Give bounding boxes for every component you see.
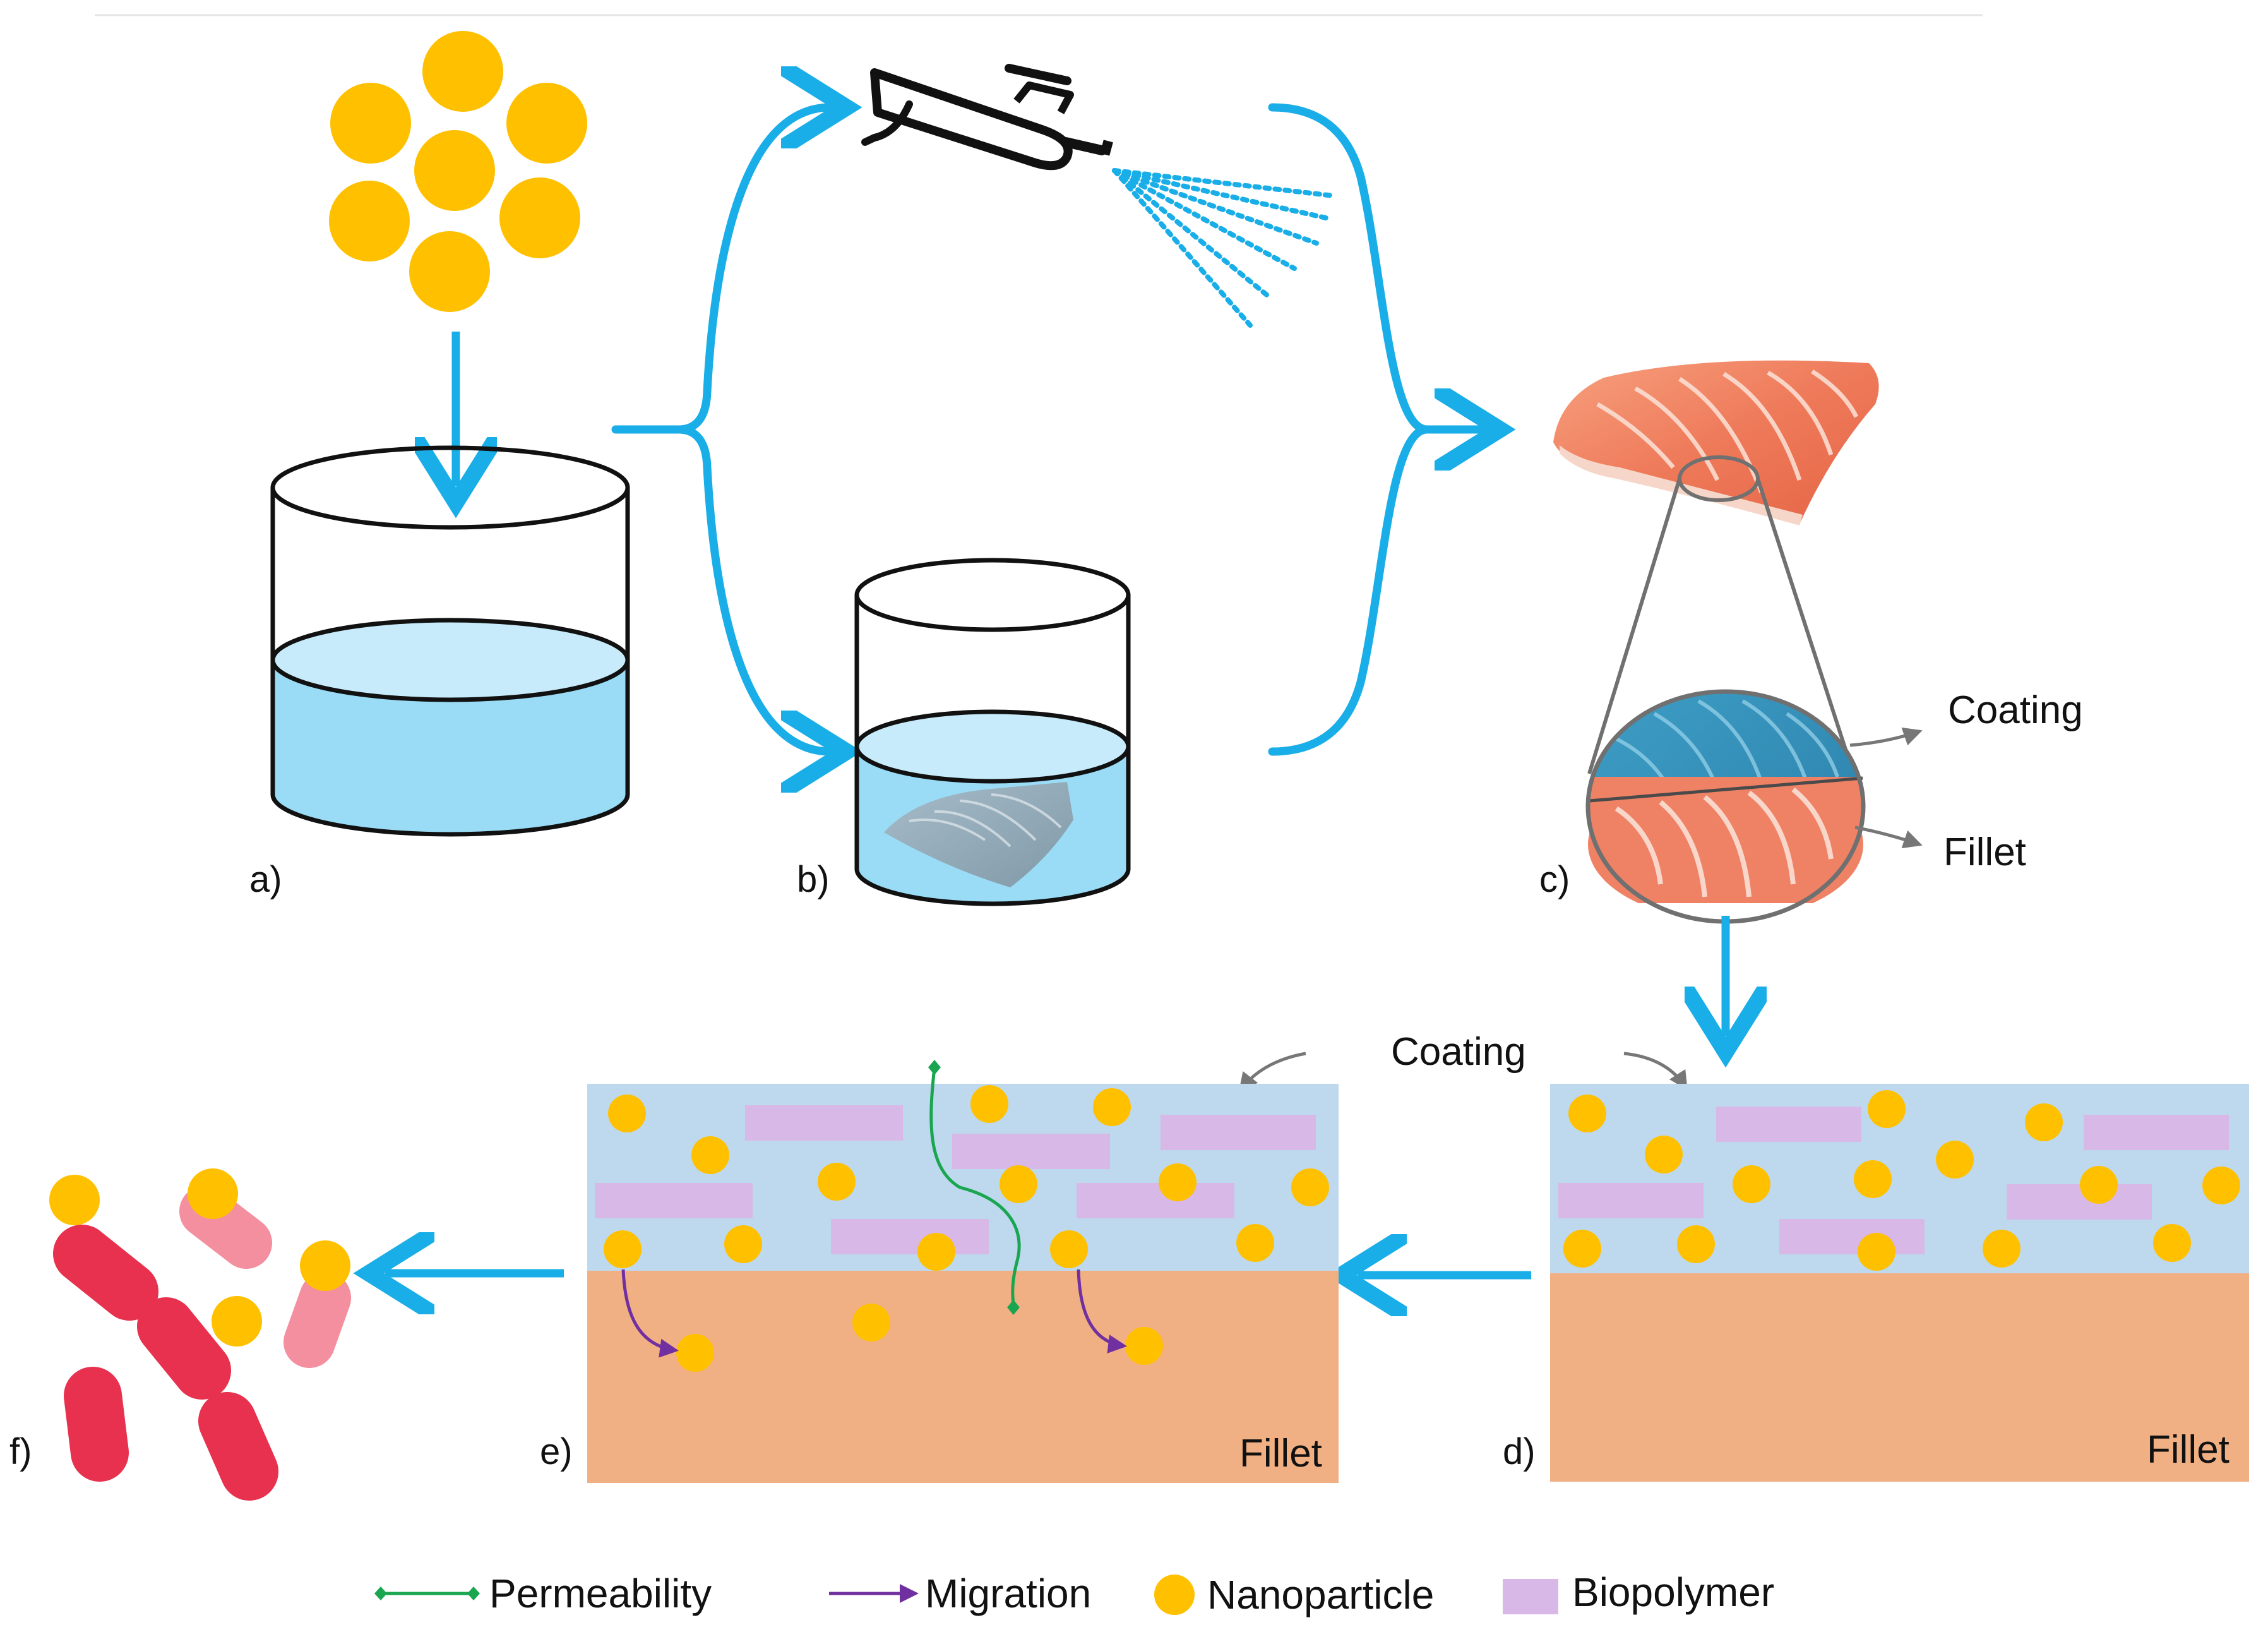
fillet-pointer — [1854, 825, 1923, 849]
split-brace — [611, 107, 830, 752]
label-fillet-d: Fillet — [2147, 1428, 2229, 1472]
nanoparticles-d — [1563, 1090, 2240, 1271]
legend-label-permeability: Permeability — [489, 1571, 712, 1616]
fillet-layer-e — [587, 1271, 1339, 1483]
bacteria-nanoparticles — [49, 1168, 350, 1347]
join-brace — [1268, 103, 1484, 756]
panel-e-cross-section: Fillet — [587, 1060, 1339, 1483]
legend: Permeability Migration Nanoparticle Biop… — [374, 1569, 1774, 1617]
biopolymer-blocks-d — [1558, 1107, 2229, 1254]
legend-label-biopolymer: Biopolymer — [1572, 1569, 1774, 1615]
beaker-b — [854, 558, 1131, 906]
legend-label-migration: Migration — [925, 1571, 1091, 1616]
coating-pointer-d — [1623, 1052, 1688, 1091]
panel-label-f: f) — [9, 1431, 32, 1472]
label-coating-mid: Coating — [1391, 1030, 1526, 1074]
panel-label-c: c) — [1539, 859, 1570, 900]
nanoparticle-cluster — [329, 31, 587, 312]
beaker-a — [270, 445, 630, 837]
biopolymer-blocks-e — [595, 1105, 1316, 1254]
spray-mist-icon — [1112, 168, 1336, 328]
spray-gun-icon — [861, 64, 1113, 171]
panel-d-cross-section: Fillet — [1550, 1084, 2249, 1482]
zoom-circle — [1585, 689, 1866, 924]
panel-label-d: d) — [1503, 1431, 1536, 1472]
legend-item-nanoparticle: Nanoparticle — [1154, 1572, 1434, 1617]
nanoparticles-e — [604, 1085, 1329, 1372]
migration-arrow-left — [621, 1269, 679, 1358]
permeability-start-marker — [928, 1060, 941, 1075]
legend-item-permeability: Permeability — [374, 1571, 712, 1616]
panel-label-b: b) — [797, 859, 830, 900]
zoom-cone — [1587, 455, 1856, 777]
label-fillet-e: Fillet — [1239, 1432, 1322, 1475]
panel-label-e: e) — [540, 1431, 573, 1472]
legend-label-nanoparticle: Nanoparticle — [1207, 1572, 1434, 1617]
legend-item-biopolymer: Biopolymer — [1503, 1569, 1774, 1615]
bacteria-cluster — [53, 1185, 351, 1501]
panel-label-a: a) — [249, 859, 282, 900]
coating-pointer-e — [1238, 1052, 1306, 1092]
label-coating-zoom: Coating — [1948, 688, 2083, 732]
legend-item-migration: Migration — [829, 1571, 1091, 1616]
fillet-layer-d — [1550, 1273, 2249, 1482]
migration-arrow-right — [1077, 1269, 1127, 1353]
coating-pointer — [1849, 727, 1923, 747]
permeability-path — [929, 1067, 1021, 1307]
label-fillet-zoom: Fillet — [1943, 831, 2026, 874]
permeability-end-marker — [1007, 1300, 1020, 1315]
